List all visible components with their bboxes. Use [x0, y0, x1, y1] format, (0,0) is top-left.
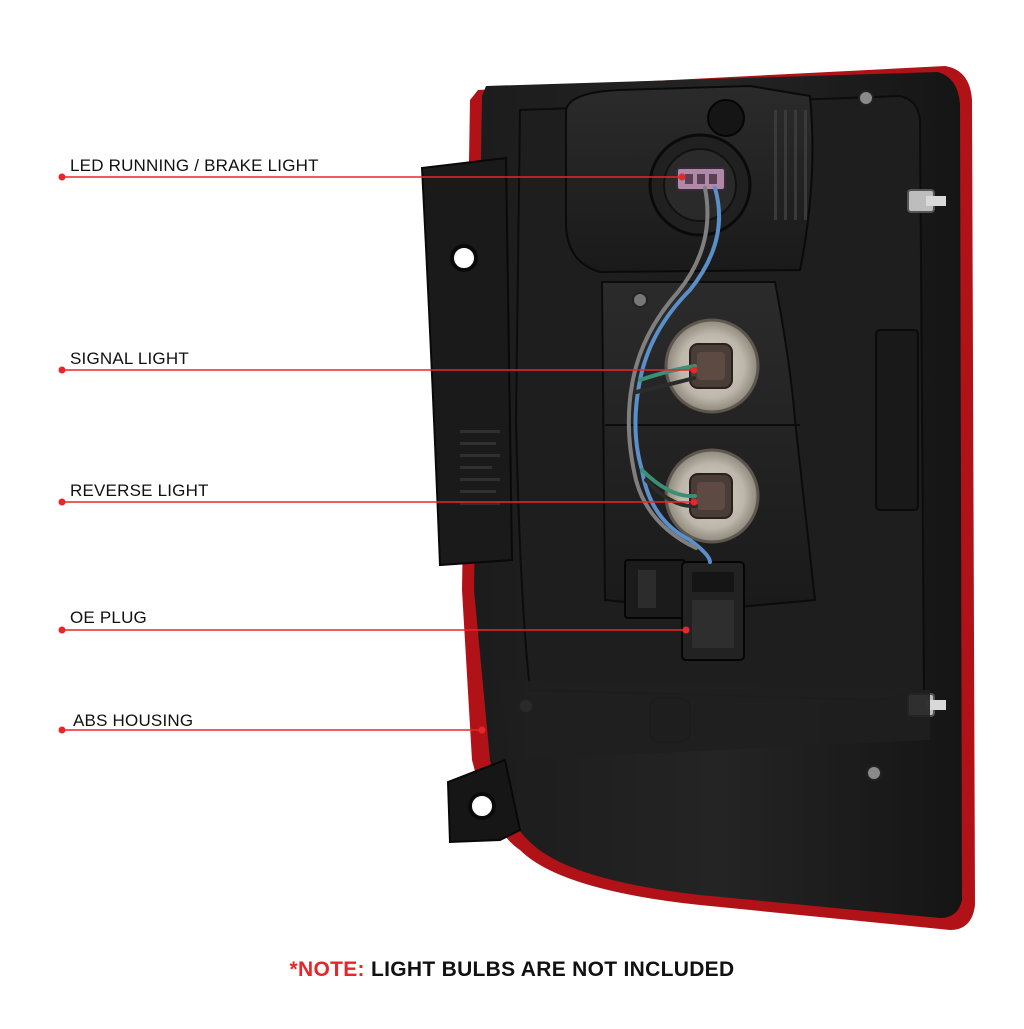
- callout-dot-start-1: [58, 173, 66, 181]
- flange-text: [460, 430, 500, 505]
- bulb-note: *NOTE: LIGHT BULBS ARE NOT INCLUDED: [0, 958, 1024, 982]
- bottom-ledge: [500, 680, 930, 760]
- callout-lines: [62, 176, 694, 731]
- bulb-rating-emboss: [774, 110, 807, 220]
- screw-icon-top-right: [858, 90, 874, 106]
- panel-screw-icon: [632, 292, 648, 308]
- callout-label-signal-light: SIGNAL LIGHT: [70, 349, 189, 368]
- side-slot: [875, 329, 919, 511]
- callout-label-reverse-light: REVERSE LIGHT: [70, 481, 209, 500]
- callout-dot-end-5: [478, 726, 486, 734]
- callout-dot-start-3: [58, 498, 66, 506]
- note-text: LIGHT BULBS ARE NOT INCLUDED: [371, 958, 735, 981]
- callout-label-oe-plug: OE PLUG: [70, 608, 147, 627]
- callout-dot-end-4: [682, 626, 690, 634]
- callout-dot-start-2: [58, 366, 66, 374]
- callout-dot-end-2: [690, 366, 698, 374]
- screw-icon-bottom-right: [866, 765, 882, 781]
- vent-cap: [707, 99, 745, 137]
- callout-dot-start-5: [58, 726, 66, 734]
- callout-dot-end-1: [678, 173, 686, 181]
- callout-dots: [58, 173, 698, 734]
- callout-dot-start-4: [58, 626, 66, 634]
- callout-dot-end-3: [690, 498, 698, 506]
- mounting-flange: [420, 156, 514, 567]
- flange-hole-icon: [450, 244, 478, 272]
- note-prefix: *NOTE:: [289, 958, 365, 981]
- tab-hole-icon: [468, 792, 496, 820]
- callout-label-abs-housing: ABS HOUSING: [73, 711, 194, 730]
- callout-label-led-running-brake-light: LED RUNNING / BRAKE LIGHT: [70, 156, 319, 175]
- signal-reverse-panel: [600, 281, 817, 612]
